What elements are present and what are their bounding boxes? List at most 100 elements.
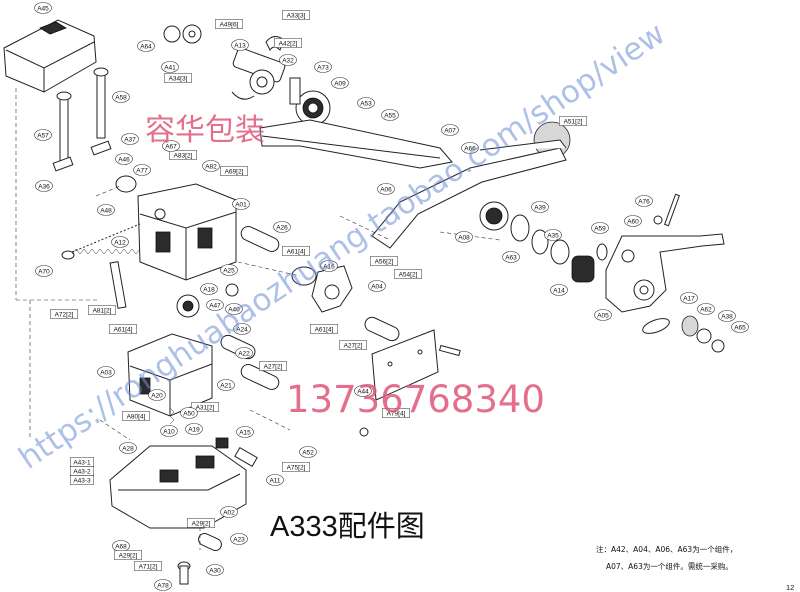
- callout-bubble: [266, 474, 284, 486]
- part-number-label: A17: [683, 295, 695, 302]
- callout-bubble: [441, 124, 459, 136]
- part-number-label: A24: [236, 326, 248, 333]
- part-number-label: A70: [38, 268, 50, 275]
- part-callout: A76: [635, 195, 653, 207]
- part-callout: A50: [180, 407, 198, 419]
- part-callout: A22: [235, 347, 253, 359]
- part-number-label: A73: [317, 64, 329, 71]
- part-callout: A09: [331, 77, 349, 89]
- part-number-label: A50: [183, 410, 195, 417]
- part-number-label: A59: [594, 225, 606, 232]
- callout-bubble: [185, 423, 203, 435]
- lever-part: [605, 233, 725, 353]
- callout-bubble: [357, 97, 375, 109]
- part-number-label: A10: [163, 428, 175, 435]
- part-number-label: A12: [114, 239, 126, 246]
- callout-bubble: [591, 222, 609, 234]
- part-number-label: A19: [188, 426, 200, 433]
- part-number-label: A02: [223, 509, 235, 516]
- part-number-label: A27[2]: [264, 363, 283, 370]
- callout-box: [394, 269, 422, 279]
- part-callout: A49[6]: [215, 19, 243, 29]
- part-callout: A13: [231, 39, 249, 51]
- part-number-label: A39: [534, 204, 546, 211]
- callout-bubble: [220, 264, 238, 276]
- part-number-label: A01: [235, 201, 247, 208]
- part-callout: A07: [441, 124, 459, 136]
- callout-bubble: [233, 323, 251, 335]
- part-number-label: A45: [37, 5, 49, 12]
- phone-watermark: 13736768340: [286, 378, 545, 421]
- part-number-label: A04: [371, 283, 383, 290]
- part-number-label: A76: [638, 198, 650, 205]
- part-callout: A24: [233, 323, 251, 335]
- part-callout: A06: [377, 183, 395, 195]
- part-callout: A68: [112, 540, 130, 552]
- part-callout: A73: [314, 61, 332, 73]
- part-number-label: A13: [234, 42, 246, 49]
- callout-box: [70, 475, 94, 485]
- part-number-label: A27[2]: [344, 342, 363, 349]
- part-callout: A32: [279, 54, 297, 66]
- part-callout: A43-1: [70, 457, 94, 467]
- part-callout: A55: [381, 109, 399, 121]
- part-callout: A30: [206, 564, 224, 576]
- part-callout: A72[2]: [50, 309, 78, 319]
- part-number-label: A82: [205, 163, 217, 170]
- part-callout: A33[3]: [282, 10, 310, 20]
- callout-bubble: [206, 564, 224, 576]
- callout-bubble: [731, 321, 749, 333]
- part-callout: A11: [266, 474, 284, 486]
- part-callout: A38: [718, 310, 736, 322]
- part-callout: A82: [202, 160, 220, 172]
- part-callout: A52: [299, 446, 317, 458]
- part-number-label: A41: [164, 64, 176, 71]
- callout-bubble: [206, 299, 224, 311]
- part-callout: A02: [220, 506, 238, 518]
- callout-bubble: [502, 251, 520, 263]
- part-number-label: A81[2]: [93, 307, 112, 314]
- part-number-label: A69[2]: [225, 168, 244, 175]
- part-number-label: A77: [136, 167, 148, 174]
- callout-bubble: [35, 180, 53, 192]
- callout-bubble: [354, 385, 372, 397]
- part-number-label: A05: [597, 312, 609, 319]
- part-number-label: A42[2]: [279, 40, 298, 47]
- part-number-label: A61[4]: [287, 248, 306, 255]
- part-number-label: A47: [209, 302, 221, 309]
- callout-box: [134, 561, 162, 571]
- part-callout: A10: [160, 425, 178, 437]
- part-number-label: A72[2]: [55, 311, 74, 318]
- part-callout: A44: [354, 385, 372, 397]
- cover-part: [3, 19, 100, 301]
- callout-bubble: [697, 303, 715, 315]
- part-number-label: A36: [38, 183, 50, 190]
- part-number-label: A78: [157, 582, 169, 589]
- part-number-label: A11: [269, 477, 280, 484]
- parts-artwork: [3, 19, 725, 585]
- part-number-label: A16: [323, 263, 335, 270]
- part-callout: A41: [161, 61, 179, 73]
- part-number-label: A26: [276, 224, 288, 231]
- part-number-label: A54[2]: [399, 271, 418, 278]
- callout-bubble: [230, 533, 248, 545]
- callout-bubble: [279, 54, 297, 66]
- part-callout: A23: [230, 533, 248, 545]
- part-number-label: A30: [209, 567, 221, 574]
- shafts: [176, 226, 400, 390]
- callout-bubble: [368, 280, 386, 292]
- callout-box: [109, 324, 137, 334]
- long-screws: [52, 67, 112, 172]
- callout-box: [274, 38, 302, 48]
- part-callout: A04: [368, 280, 386, 292]
- callout-bubble: [231, 39, 249, 51]
- page-number: 12: [786, 583, 795, 592]
- part-number-label: A53: [360, 100, 372, 107]
- part-callout: A27[2]: [339, 340, 367, 350]
- part-callout: A43-2: [70, 466, 94, 476]
- part-callout: A01: [232, 198, 250, 210]
- callout-box: [282, 10, 310, 20]
- part-number-label: A67: [165, 143, 177, 150]
- part-callout: A75[2]: [282, 462, 310, 472]
- callout-bubble: [236, 426, 254, 438]
